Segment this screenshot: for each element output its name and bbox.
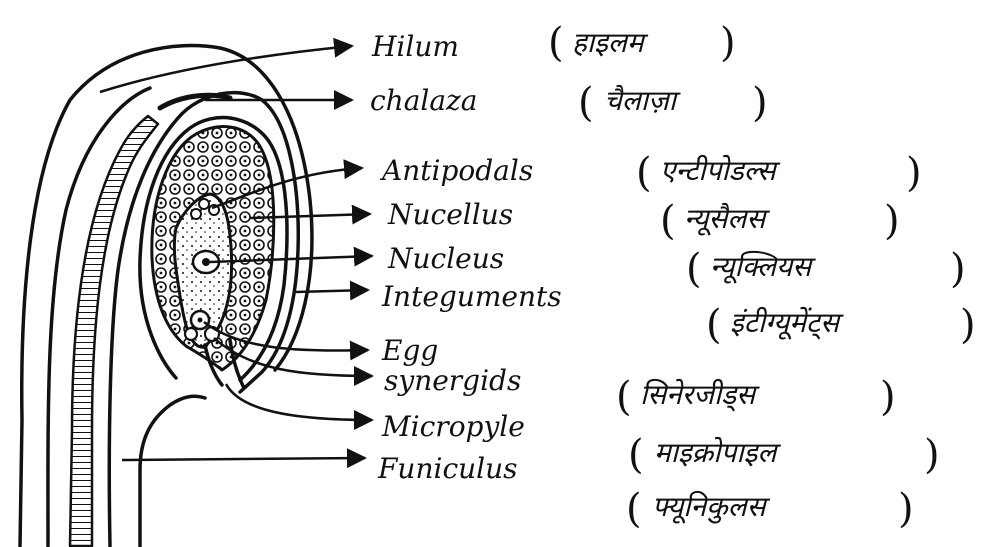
svg-text:): ) [752,80,768,126]
label-funiculus: Funiculus [377,452,518,485]
english-labels: Hilum chalaza Antipodals Nucellus Nucleu… [370,30,562,485]
hindi-nucellus: न्यूसैलस [684,202,770,236]
hindi-integuments: इंटीग्यूमेंट्स [730,306,844,340]
label-antipodals: Antipodals [379,154,533,187]
hindi-micropyle: माइक्रोपाइल [654,436,781,469]
svg-text:(: ( [548,20,564,66]
hindi-chalaza: चैलाज़ा [604,84,681,117]
label-egg: Egg [381,334,438,367]
svg-text:(: ( [616,374,632,420]
svg-text:): ) [924,432,940,478]
svg-text:(: ( [578,80,594,126]
svg-text:): ) [950,246,966,292]
antipodal-cell [199,199,209,209]
pointer-micropyle [226,384,372,420]
svg-text:(: ( [636,150,652,196]
svg-text:(: ( [660,198,676,244]
hindi-synergids: सिनेरजीड्स [640,378,760,412]
hindi-labels: ( हाइलम ) ( चैलाज़ा ) ( एन्टीपोडल्स ) ( … [548,20,976,532]
svg-text:(: ( [628,432,644,478]
svg-text:): ) [720,20,736,66]
svg-text:): ) [906,150,922,196]
antipodal-cell [191,209,201,219]
label-nucellus: Nucellus [387,198,513,231]
funiculus-inner-edge [140,396,205,546]
label-nucleus: Nucleus [387,242,504,275]
svg-text:): ) [884,198,900,244]
hindi-nucleus: न्यूक्लियस [710,250,816,284]
svg-text:(: ( [706,302,722,348]
label-integuments: Integuments [381,280,562,313]
svg-text:): ) [960,302,976,348]
svg-text:): ) [880,374,896,420]
svg-text:(: ( [626,486,642,532]
hindi-antipodals: एन्टीपोडल्स [660,154,781,187]
label-chalaza: chalaza [370,84,478,117]
hindi-funiculus: फ्यूनिकुलस [652,490,771,524]
label-micropyle: Micropyle [381,410,525,443]
synergid-cell [185,328,197,340]
label-synergids: synergids [384,364,521,397]
svg-text:): ) [898,486,914,532]
svg-text:(: ( [686,246,702,292]
label-hilum: Hilum [371,30,459,63]
hindi-hilum: हाइलम [572,26,649,59]
pointer-funiculus [122,458,365,460]
ovule-drawing [20,46,312,546]
